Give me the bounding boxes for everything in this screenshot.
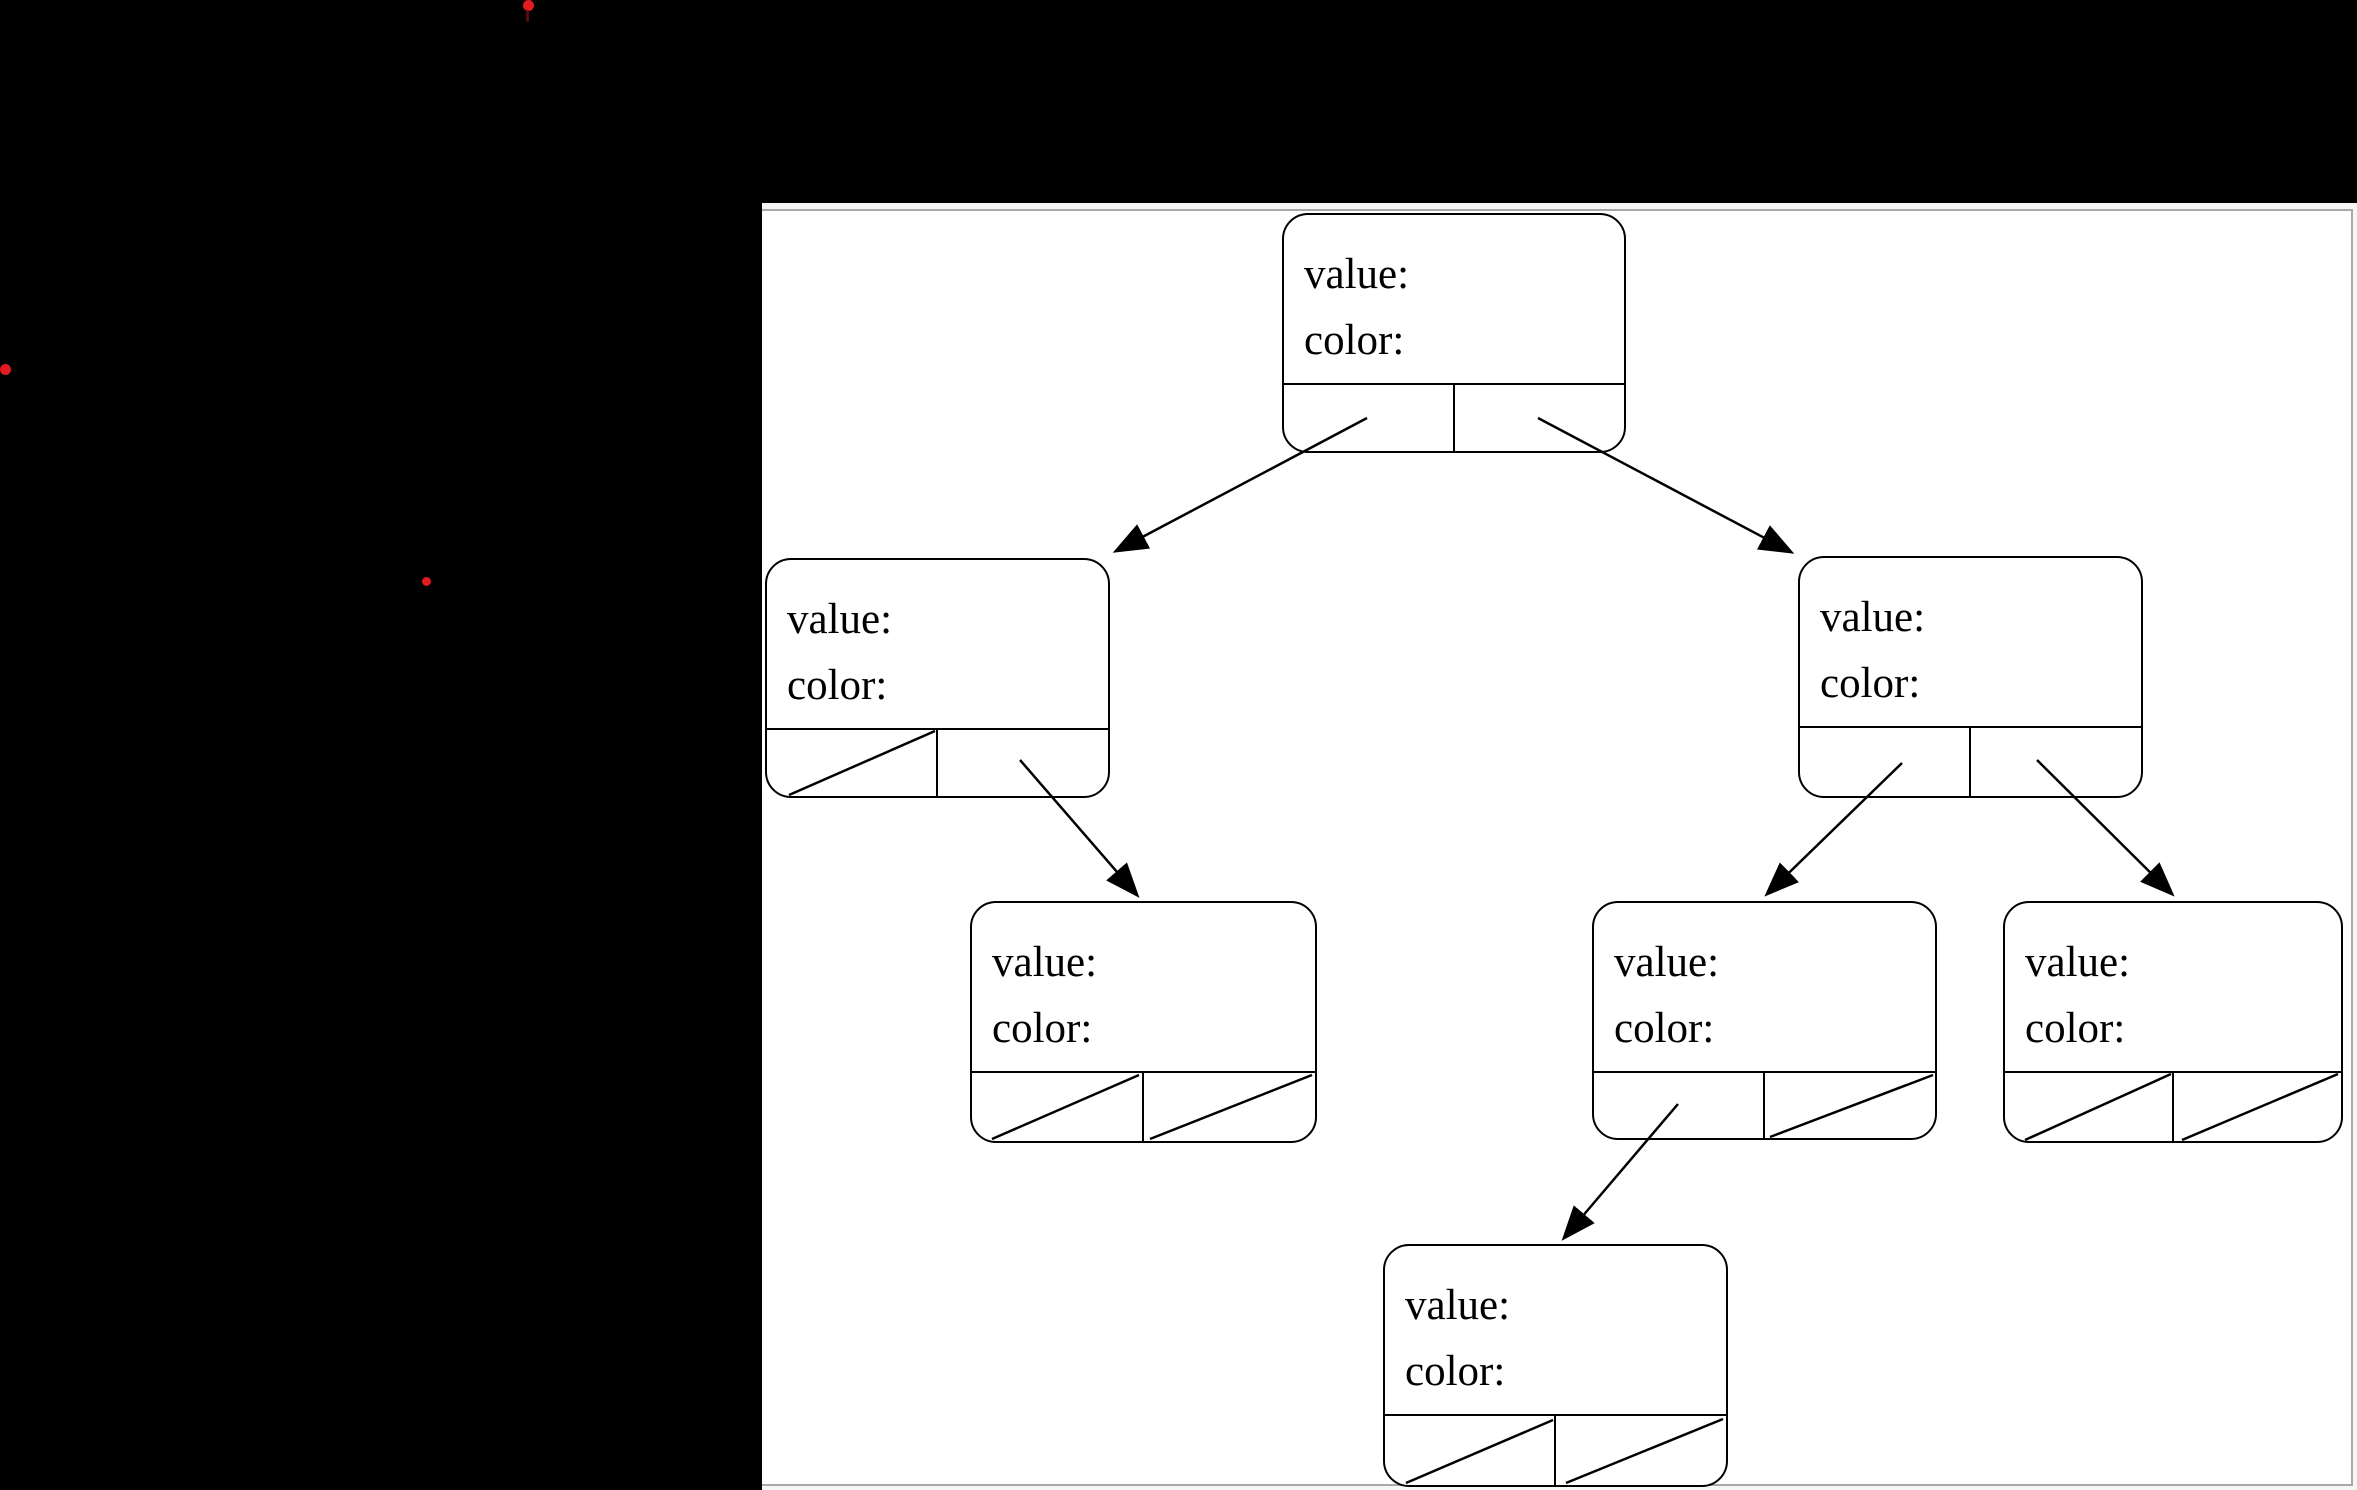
pointer-cell-divider xyxy=(1142,1071,1145,1141)
color-field-label: color: xyxy=(1304,317,1405,364)
color-field-label: color: xyxy=(1614,1005,1715,1052)
color-field-label: color: xyxy=(2025,1005,2126,1052)
value-field-label: value: xyxy=(1614,939,1720,986)
value-field-label: value: xyxy=(1820,594,1926,641)
value-field-label: value: xyxy=(787,596,893,643)
pointer-cell-divider xyxy=(1452,383,1455,451)
color-field-label: color: xyxy=(787,662,888,709)
tree-node-left-right: value: color: xyxy=(970,901,1317,1143)
tree-node-right-right: value: color: xyxy=(2003,901,2343,1143)
pointer-cell-divider xyxy=(1969,726,1972,796)
tree-node-right-left: value: color: xyxy=(1592,901,1937,1140)
laser-pointer-dot xyxy=(421,576,431,586)
value-field-label: value: xyxy=(992,939,1098,986)
laser-pointer-dot xyxy=(522,0,534,11)
value-field-label: value: xyxy=(1304,251,1410,298)
value-field-label: value: xyxy=(2025,939,2131,986)
color-field-label: color: xyxy=(1820,660,1921,707)
pointer-cell-divider xyxy=(936,728,939,796)
pointer-cell-divider xyxy=(1763,1071,1766,1138)
laser-pointer-dot xyxy=(0,363,11,375)
laser-pointer-dot-tail xyxy=(526,10,529,22)
tree-node-right-left-left: value: color: xyxy=(1383,1244,1728,1487)
color-field-label: color: xyxy=(992,1005,1093,1052)
color-field-label: color: xyxy=(1405,1348,1506,1395)
pointer-cell-divider xyxy=(1554,1414,1557,1485)
value-field-label: value: xyxy=(1405,1282,1511,1329)
tree-node-right: value: color: xyxy=(1798,556,2143,798)
tree-node-root: value: color: xyxy=(1282,213,1626,453)
pointer-cell-divider xyxy=(2171,1071,2174,1141)
tree-node-left: value: color: xyxy=(765,558,1110,798)
